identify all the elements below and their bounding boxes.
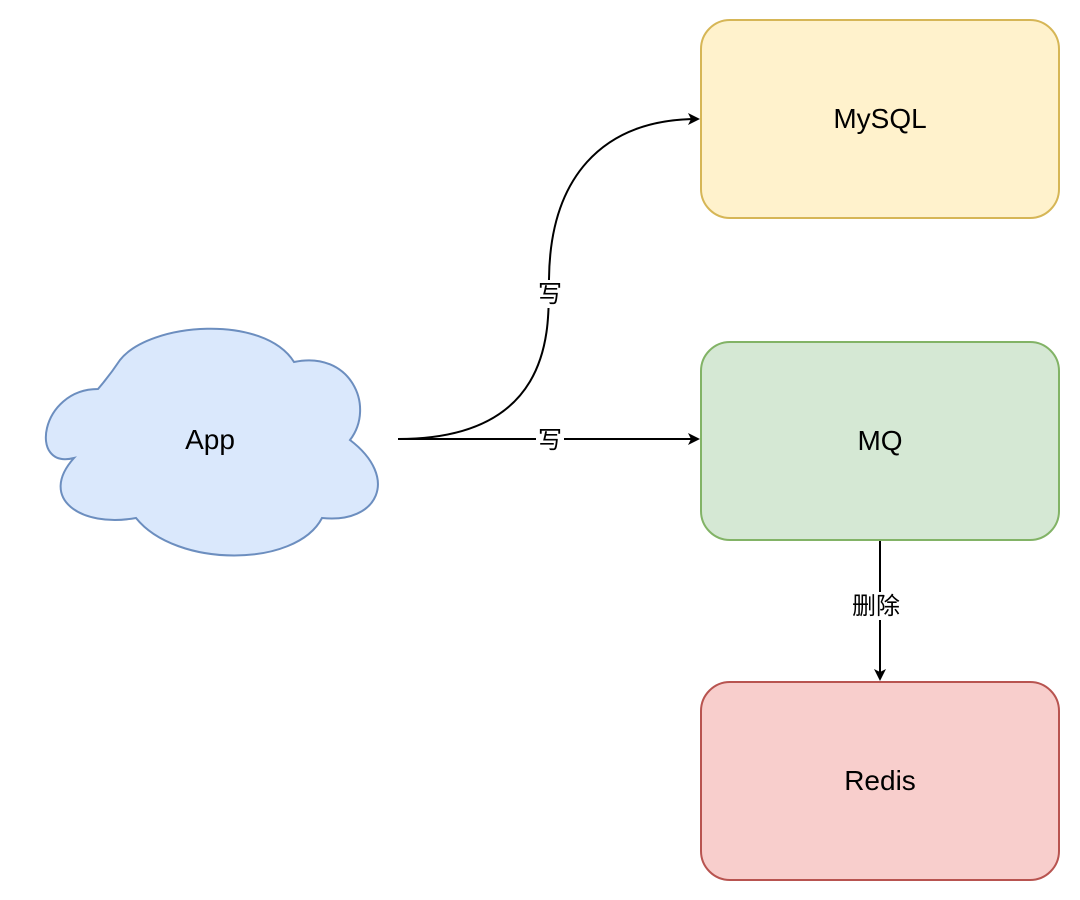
mq-label: MQ — [857, 425, 903, 456]
app-cloud[interactable] — [44, 327, 379, 557]
edge-app-to-mysql — [397, 113, 700, 440]
mysql-label: MySQL — [833, 103, 927, 134]
edge-label-write-mysql: 写 — [536, 280, 564, 308]
mysql-node[interactable]: MySQL — [700, 19, 1060, 219]
redis-label: Redis — [844, 765, 916, 796]
edge-label-delete: 删除 — [850, 592, 902, 620]
mq-node[interactable]: MQ — [700, 341, 1060, 541]
redis-node[interactable]: Redis — [700, 681, 1060, 881]
app-label: App — [185, 424, 235, 455]
edge-label-write-mq: 写 — [536, 426, 564, 454]
